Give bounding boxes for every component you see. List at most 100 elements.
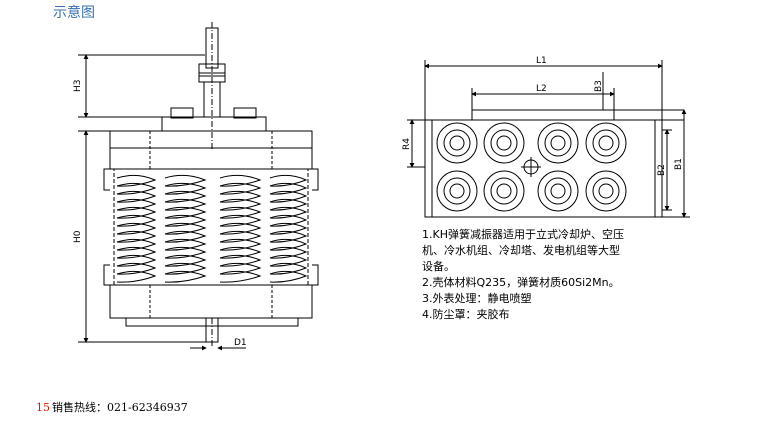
spring-coil	[164, 182, 207, 195]
spring-coil	[269, 190, 308, 203]
spring-coil	[269, 206, 308, 219]
spring-coil	[164, 262, 207, 275]
spring-circle	[585, 122, 627, 164]
b3-label: B3	[594, 80, 604, 92]
hotline-number: 15	[36, 401, 50, 414]
spring-coil	[219, 238, 262, 251]
top-plate	[161, 116, 267, 132]
right-lower-flange	[312, 264, 319, 286]
spring-coil	[269, 214, 308, 227]
inner-frame	[113, 168, 309, 286]
spring-coil	[116, 182, 157, 195]
spring-circle	[537, 122, 579, 164]
note-line: 设备。	[422, 260, 455, 273]
spring-coil	[116, 254, 157, 267]
spring-coil	[116, 262, 157, 275]
spring-coil	[269, 246, 308, 259]
spring-circle	[544, 129, 572, 157]
note-line: 3.外表处理：静电喷塑	[422, 292, 532, 305]
spring-coil	[116, 270, 157, 283]
spring-circle	[585, 170, 627, 212]
spring-circle	[449, 183, 465, 199]
note-line: 机、冷水机组、冷却塔、发电机组等大型	[422, 244, 620, 257]
spring-coils	[116, 174, 308, 283]
hotline-label: 销售热线：	[52, 401, 107, 414]
spring-circle	[436, 122, 478, 164]
spring-circle	[436, 170, 478, 212]
h3-dimension	[78, 54, 205, 118]
left-top-nut	[170, 107, 194, 119]
spring-coil	[219, 262, 262, 275]
left-lower-flange	[103, 264, 110, 286]
spring-coil	[164, 246, 207, 259]
top-view-outline	[424, 119, 663, 218]
spring-circle	[443, 177, 471, 205]
b1-dimension	[662, 109, 690, 218]
spring-coil	[269, 222, 308, 235]
l2-label: L2	[536, 84, 547, 94]
r4-dimension	[407, 119, 425, 168]
d1-label: D1	[234, 338, 247, 348]
spring-coil	[269, 174, 308, 187]
spring-coil	[116, 222, 157, 235]
spring-coil	[219, 174, 262, 187]
spring-circle	[496, 135, 512, 151]
spring-coil	[116, 246, 157, 259]
spring-coil	[269, 182, 308, 195]
top-bolt	[198, 22, 226, 150]
spring-circle	[598, 135, 614, 151]
spring-coil	[269, 198, 308, 211]
spring-circle	[598, 183, 614, 199]
notes-block: 1.KH弹簧减振器适用于立式冷却炉、空压机、冷水机组、冷却塔、发电机组等大型设备…	[422, 227, 712, 323]
top-view	[407, 60, 690, 218]
spring-coil	[219, 230, 262, 243]
spring-circle	[483, 170, 525, 212]
spring-coil	[116, 238, 157, 251]
right-top-nut	[233, 107, 257, 119]
spring-coil	[164, 238, 207, 251]
l1-label: L1	[536, 56, 547, 66]
r4-label: R4	[402, 138, 412, 150]
spring-coil	[164, 270, 207, 283]
spring-coil	[219, 198, 262, 211]
spring-coil	[219, 270, 262, 283]
spring-coil	[219, 206, 262, 219]
note-line: 4.防尘罩：夹胶布	[422, 308, 510, 321]
spring-coil	[164, 214, 207, 227]
lower-housing	[109, 284, 313, 319]
spring-coil	[164, 230, 207, 243]
spring-coil	[219, 214, 262, 227]
right-upper-flange	[312, 168, 319, 191]
spring-circle	[550, 135, 566, 151]
spring-circle	[537, 170, 579, 212]
b3-dimension	[602, 72, 684, 121]
h3-label: H3	[73, 80, 83, 93]
spring-circle	[592, 129, 620, 157]
b1-label: B1	[674, 158, 684, 170]
spring-circles	[436, 122, 627, 212]
spring-coil	[269, 270, 308, 283]
side-view	[78, 22, 319, 351]
h0-label: H0	[73, 230, 83, 243]
spring-circle	[490, 177, 518, 205]
spring-coil	[164, 198, 207, 211]
spring-coil	[164, 254, 207, 267]
spring-circle	[443, 129, 471, 157]
spring-coil	[116, 206, 157, 219]
spring-coil	[269, 254, 308, 267]
spring-circle	[490, 129, 518, 157]
l2-dimension	[471, 88, 615, 110]
spring-coil	[164, 222, 207, 235]
spring-coil	[219, 182, 262, 195]
spring-coil	[164, 174, 207, 187]
page-title: 示意图	[53, 5, 95, 21]
spring-coil	[116, 174, 157, 187]
upper-housing	[109, 130, 313, 170]
spring-coil	[116, 214, 157, 227]
hotline-phone: 021-62346937	[107, 401, 188, 414]
spring-coil	[116, 198, 157, 211]
spring-coil	[269, 238, 308, 251]
spring-circle	[496, 183, 512, 199]
